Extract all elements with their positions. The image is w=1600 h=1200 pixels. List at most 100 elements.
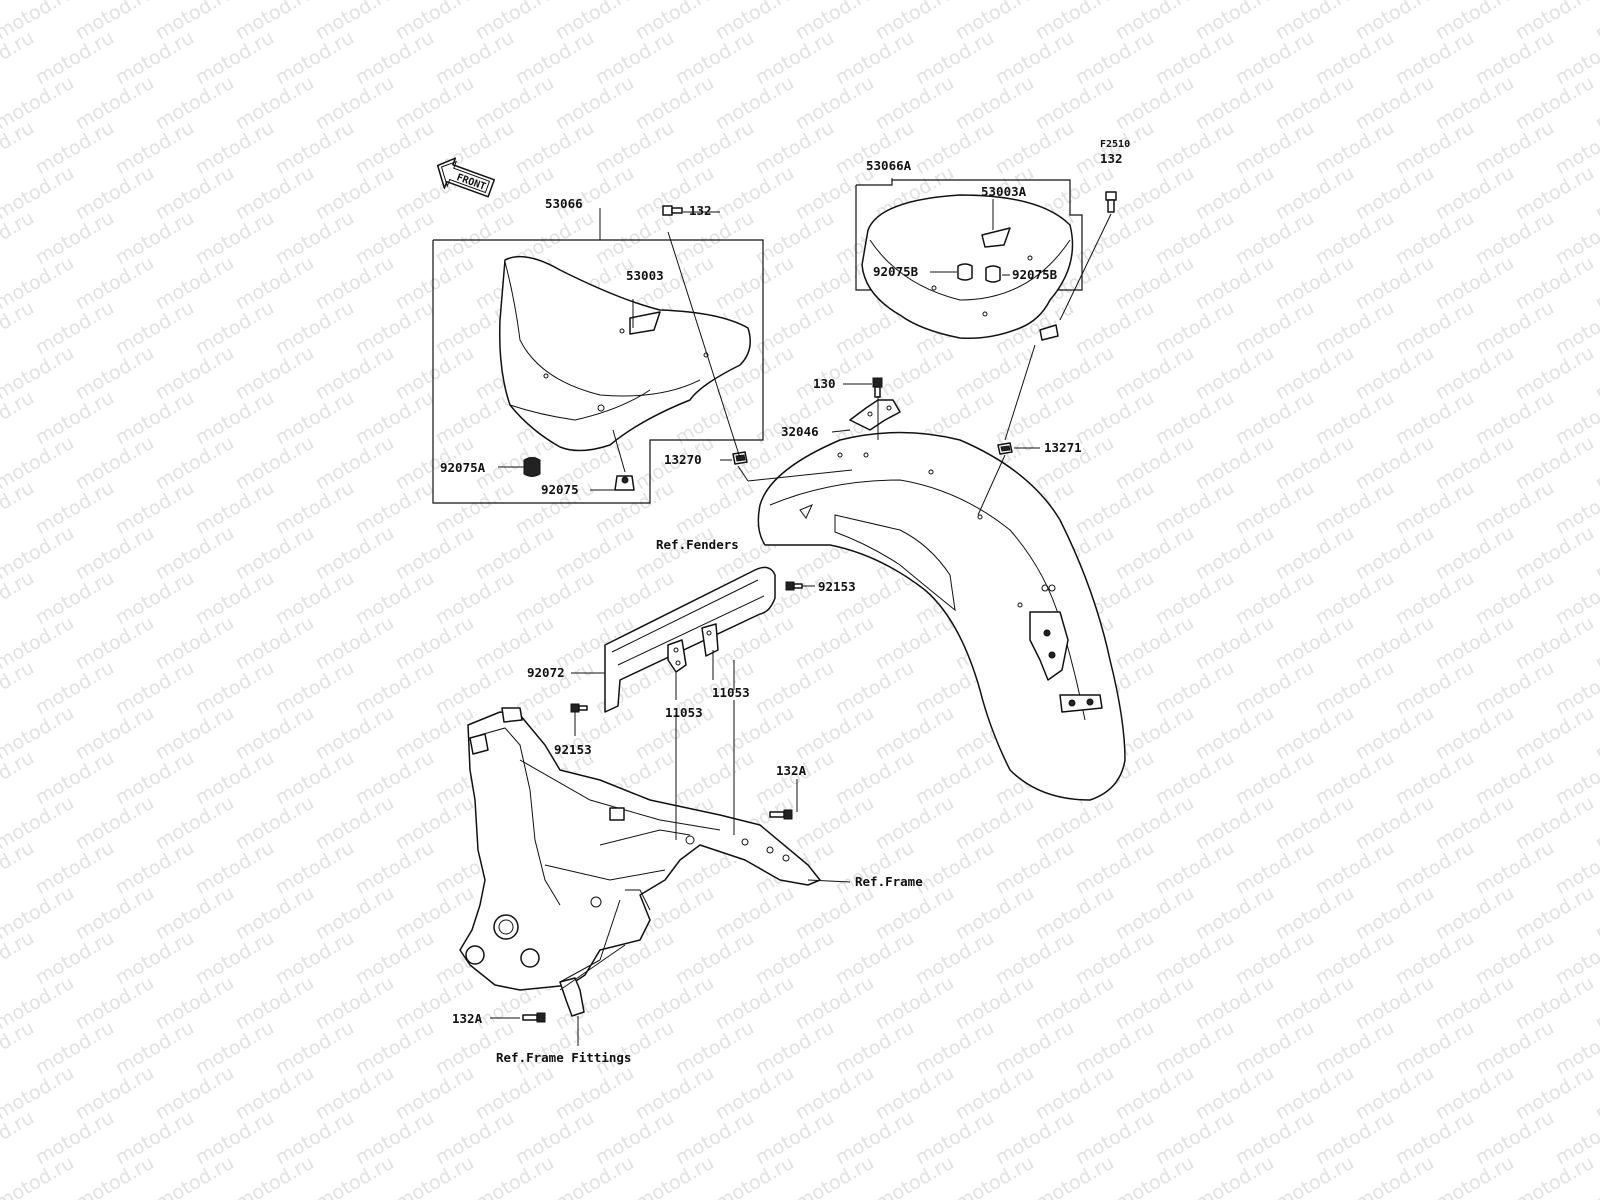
watermark-text: motod.ru	[192, 837, 278, 900]
watermark-text: motod.ru	[632, 522, 718, 585]
watermark-text: motod.ru	[672, 747, 758, 810]
watermark-text: motod.ru	[1472, 567, 1558, 630]
label-92153-lower[interactable]: 92153	[554, 742, 592, 757]
watermark-text: motod.ru	[1512, 882, 1598, 945]
watermark-text: motod.ru	[352, 567, 438, 630]
watermark-text: motod.ru	[392, 792, 478, 855]
watermark-text: motod.ru	[272, 747, 358, 810]
watermark-text: motod.ru	[992, 1017, 1078, 1080]
watermark-text: motod.ru	[1432, 162, 1518, 225]
watermark-text: motod.ru	[1312, 837, 1398, 900]
watermark-text: motod.ru	[352, 27, 438, 90]
watermark-text: motod.ru	[1392, 477, 1478, 540]
watermark-text: motod.ru	[672, 927, 758, 990]
label-92153-upper[interactable]: 92153	[818, 579, 856, 594]
watermark-text: motod.ru	[1432, 432, 1518, 495]
watermark-text: motod.ru	[392, 252, 478, 315]
watermark-text: motod.ru	[872, 702, 958, 765]
label-53003[interactable]: 53003	[626, 268, 664, 283]
part-labels: F2510 53066 132 53003 92075A 92075 13270…	[440, 139, 1130, 1065]
label-11053-right[interactable]: 11053	[712, 685, 750, 700]
watermark-text: motod.ru	[1472, 477, 1558, 540]
watermark-text: motod.ru	[1432, 252, 1518, 315]
label-ref-frame-fittings[interactable]: Ref.Frame Fittings	[496, 1050, 631, 1065]
watermark-text: motod.ru	[1192, 72, 1278, 135]
watermark-text: motod.ru	[952, 972, 1038, 1035]
watermark-text: motod.ru	[232, 882, 318, 945]
watermark-text: motod.ru	[832, 927, 918, 990]
label-132-rear[interactable]: 132	[1100, 151, 1123, 166]
watermark-text: motod.ru	[832, 837, 918, 900]
watermark-text: motod.ru	[112, 837, 198, 900]
watermark-text: motod.ru	[752, 657, 838, 720]
watermark-text: motod.ru	[672, 1017, 758, 1080]
watermark-text: motod.ru	[432, 567, 518, 630]
label-53003A[interactable]: 53003A	[981, 184, 1027, 199]
watermark-text: motod.ru	[72, 792, 158, 855]
watermark-text: motod.ru	[152, 72, 238, 135]
watermark-text: motod.ru	[1272, 612, 1358, 675]
label-92075[interactable]: 92075	[541, 482, 579, 497]
diagram-code: F2510	[1100, 139, 1130, 150]
label-13271[interactable]: 13271	[1044, 440, 1082, 455]
watermark-text: motod.ru	[752, 747, 838, 810]
watermark-text: motod.ru	[1152, 27, 1238, 90]
watermark-text: motod.ru	[272, 567, 358, 630]
front-seat-group-box	[432, 239, 764, 504]
watermark-text: motod.ru	[792, 702, 878, 765]
watermark-text: motod.ru	[752, 1017, 838, 1080]
watermark-text: motod.ru	[1272, 162, 1358, 225]
watermark-text: motod.ru	[112, 117, 198, 180]
watermark-text: motod.ru	[952, 882, 1038, 945]
watermark-text: motod.ru	[1272, 432, 1358, 495]
label-ref-frame[interactable]: Ref.Frame	[855, 874, 923, 889]
watermark-text: motod.ru	[1512, 612, 1598, 675]
watermark-text: motod.ru	[112, 927, 198, 990]
watermark-text: motod.ru	[72, 612, 158, 675]
label-ref-fenders[interactable]: Ref.Fenders	[656, 537, 739, 552]
watermark-text: motod.ru	[552, 162, 638, 225]
bracket-11053-left	[667, 639, 687, 673]
label-11053-left[interactable]: 11053	[665, 705, 703, 720]
label-32046[interactable]: 32046	[781, 424, 819, 439]
watermark-text: motod.ru	[1472, 1017, 1558, 1080]
watermark-text: motod.ru	[1072, 1107, 1158, 1170]
watermark-text: motod.ru	[112, 1017, 198, 1080]
label-92075B-right[interactable]: 92075B	[1012, 267, 1058, 282]
watermark-text: motod.ru	[672, 117, 758, 180]
label-132-front[interactable]: 132	[689, 203, 712, 218]
watermark-text: motod.ru	[1232, 657, 1318, 720]
watermark-text: motod.ru	[472, 1152, 558, 1200]
watermark-text: motod.ru	[992, 27, 1078, 90]
watermark-text: motod.ru	[1512, 72, 1598, 135]
watermark-text: motod.ru	[312, 972, 398, 1035]
label-92072[interactable]: 92072	[527, 665, 565, 680]
label-130[interactable]: 130	[813, 376, 836, 391]
label-92075B-left[interactable]: 92075B	[873, 264, 919, 279]
watermark-text: motod.ru	[952, 342, 1038, 405]
label-132A-upper[interactable]: 132A	[776, 763, 807, 778]
watermark-text: motod.ru	[1592, 342, 1600, 405]
watermark-text: motod.ru	[992, 117, 1078, 180]
watermark-text: motod.ru	[32, 657, 118, 720]
watermark-text: motod.ru	[1312, 477, 1398, 540]
watermark-text: motod.ru	[752, 297, 838, 360]
label-13270[interactable]: 13270	[664, 452, 702, 467]
label-53066A[interactable]: 53066A	[866, 158, 912, 173]
watermark-text: motod.ru	[1352, 432, 1438, 495]
watermark-text: motod.ru	[272, 117, 358, 180]
bracket-11053-right	[701, 623, 719, 657]
watermark-text: motod.ru	[1272, 252, 1358, 315]
watermark-text: motod.ru	[312, 882, 398, 945]
label-92075A[interactable]: 92075A	[440, 460, 486, 475]
label-132A-lower[interactable]: 132A	[452, 1011, 483, 1026]
watermark-text: motod.ru	[72, 162, 158, 225]
watermark-text: motod.ru	[1312, 297, 1398, 360]
watermark-text: motod.ru	[312, 522, 398, 585]
watermark-text: motod.ru	[912, 837, 998, 900]
damper-92075A	[523, 457, 541, 477]
label-53066[interactable]: 53066	[545, 196, 583, 211]
watermark-text: motod.ru	[1432, 1062, 1518, 1125]
watermark-text: motod.ru	[1512, 162, 1598, 225]
watermark-text: motod.ru	[1392, 567, 1478, 630]
